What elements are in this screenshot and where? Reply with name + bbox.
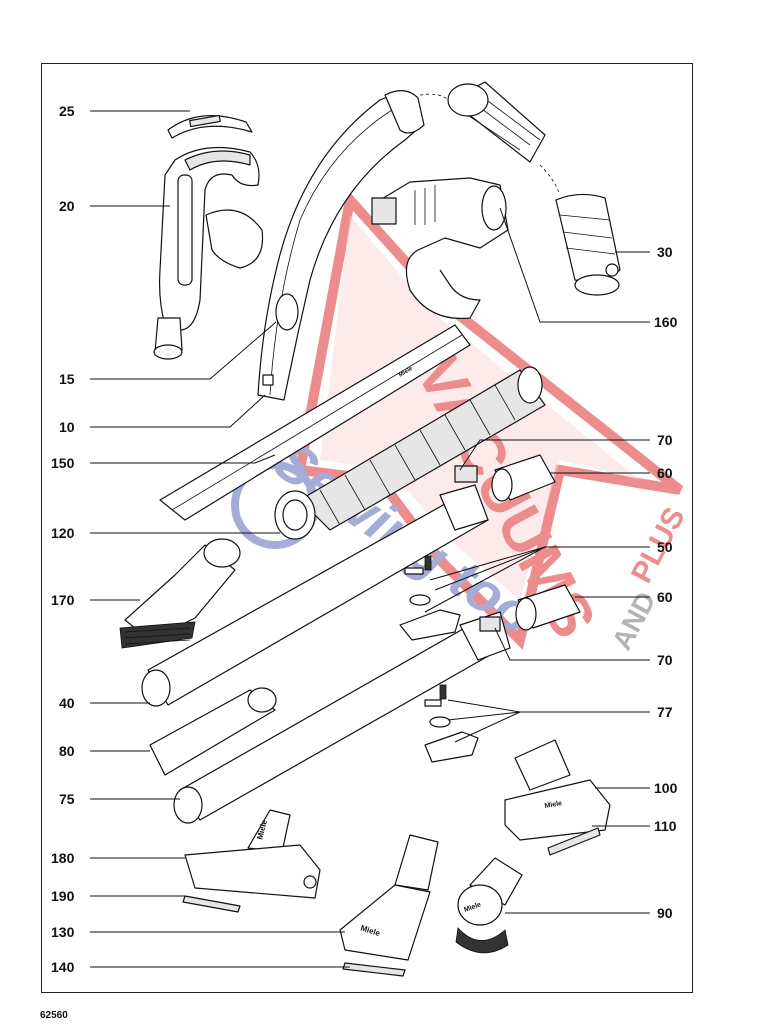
part-120-flex-hose [274,366,546,540]
label-60-lower: 60 [657,589,673,605]
label-20: 20 [59,198,75,214]
part-150-crevice-tube: Miele [159,324,471,521]
label-100: 100 [654,780,678,796]
label-70-upper: 70 [657,432,673,448]
label-60-upper: 60 [657,465,673,481]
label-180: 180 [51,850,75,866]
watermark-triangle [294,189,684,650]
part-labels: 25 20 15 10 150 120 170 40 80 75 180 190… [51,103,678,975]
label-50: 50 [657,539,673,555]
part-60-coupling-sleeve-lower [515,584,581,631]
part-50-catch-assembly [399,555,461,641]
diagram-frame [41,63,693,993]
label-120: 120 [51,525,75,541]
label-70-lower: 70 [657,652,673,668]
part-170-dusting-brush [119,538,241,649]
part-40-upper-extension-tube [141,465,489,707]
tool-100-brand: Miele [544,800,563,810]
part-110-brush-strip [547,827,601,856]
part-75-lower-extension-tube [173,611,511,824]
part-130-wide-nozzle: Miele [339,834,439,961]
label-160: 160 [654,314,678,330]
label-10: 10 [59,419,75,435]
label-130: 130 [51,924,75,940]
label-170: 170 [51,592,75,608]
part-100-floor-tool: Miele [504,739,611,841]
label-75: 75 [59,791,75,807]
part-30-hose-coupling [419,81,621,296]
part-60-coupling-sleeve-upper [491,454,556,502]
label-15: 15 [59,371,75,387]
part-80-crevice-nozzle [149,687,277,776]
part-190-brush-strip [182,895,241,913]
part-140-brush-strip [342,962,406,977]
part-20-handle [153,146,264,360]
label-140: 140 [51,959,75,975]
label-190: 190 [51,888,75,904]
label-110: 110 [654,818,677,834]
label-25: 25 [59,103,75,119]
leader-lines [90,110,650,968]
part-25-handle-cap [167,114,253,139]
part-10-curved-wand [257,90,425,401]
label-40: 40 [59,695,75,711]
part-180-upholstery-nozzle: Miele [184,809,321,899]
label-90: 90 [657,905,673,921]
label-30: 30 [657,244,673,260]
label-150: 150 [51,455,75,471]
diagram-code: 62560 [40,1010,68,1021]
label-80: 80 [59,743,75,759]
label-77: 77 [657,704,673,720]
part-77-catch-assembly-lower [424,684,479,763]
part-90-round-brush: Miele [455,857,523,954]
part-160-swivel-hose-end [371,177,509,320]
